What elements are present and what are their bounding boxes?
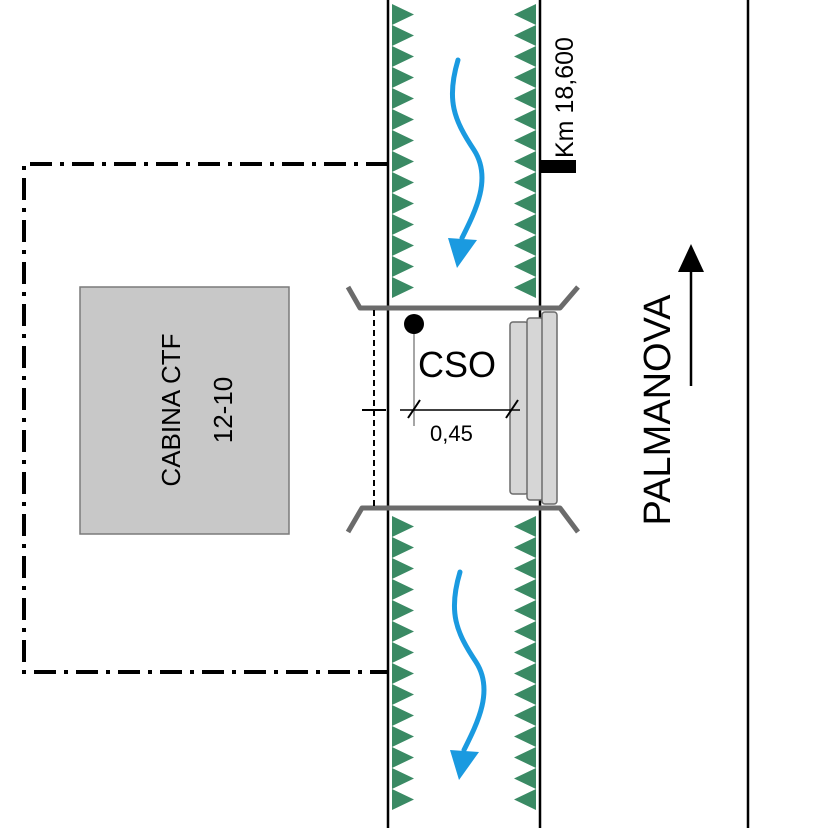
vegetation-mark [514,663,536,684]
vegetation-mark [392,193,414,214]
vegetation-mark [514,172,536,193]
vegetation-mark [514,621,536,642]
vegetation-mark [514,768,536,789]
vegetation-mark [392,663,414,684]
vegetation-mark [392,789,414,810]
vegetation-mark [514,67,536,88]
vegetation-mark [392,684,414,705]
vegetation-mark [392,768,414,789]
vegetation-mark [514,130,536,151]
vegetation-mark [392,600,414,621]
cso-point-icon [404,314,424,334]
vegetation-mark [514,558,536,579]
vegetation-left-upper [392,4,414,298]
vegetation-mark [514,516,536,537]
vegetation-mark [514,193,536,214]
km-marker-label: Km 18,600 [551,37,579,158]
vegetation-right-lower [514,516,536,810]
bridge-upper-parapet [345,285,580,311]
vegetation-mark [392,109,414,130]
vegetation-mark [514,579,536,600]
vegetation-mark [392,537,414,558]
vegetation-mark [514,151,536,172]
cso-label: CSO [418,344,496,385]
vegetation-mark [392,558,414,579]
flow-arrow-upper-icon [448,57,485,268]
vegetation-mark [392,235,414,256]
vegetation-mark [392,214,414,235]
vegetation-mark [514,25,536,46]
vegetation-mark [392,642,414,663]
km-marker-post [541,160,576,173]
vegetation-mark [392,277,414,298]
vegetation-mark [392,256,414,277]
vegetation-mark [392,579,414,600]
arrow-up-icon [678,244,704,386]
vegetation-mark [514,214,536,235]
vegetation-mark [392,88,414,109]
vegetation-mark [392,726,414,747]
vegetation-mark [514,789,536,810]
vegetation-mark [392,621,414,642]
direction-label: PALMANOVA [637,294,679,526]
dimension-label: 0,45 [430,421,473,446]
cabin-label-line2: 12-10 [208,377,238,444]
vegetation-mark [514,684,536,705]
vegetation-mark [514,747,536,768]
vegetation-mark [514,705,536,726]
bridge-beam [526,317,544,501]
vegetation-mark [392,46,414,67]
bridge-beam [541,311,558,505]
property-boundary [22,162,388,674]
vegetation-mark [392,705,414,726]
vegetation-mark [514,537,536,558]
flow-arrow-lower-icon [450,569,487,780]
vegetation-mark [514,4,536,25]
vegetation-mark [514,256,536,277]
vegetation-mark [392,151,414,172]
vegetation-mark [514,46,536,67]
vegetation-mark [514,600,536,621]
cabin-box [79,286,290,535]
dimension-tick-right [505,399,519,419]
vegetation-mark [514,109,536,130]
vegetation-mark [392,747,414,768]
vegetation-mark [392,172,414,193]
bridge-lower-parapet [345,505,580,534]
cabin-label-line1: CABINA CTF [156,333,186,486]
vegetation-mark [392,25,414,46]
vegetation-mark [392,4,414,25]
vegetation-mark [514,235,536,256]
vegetation-mark [514,277,536,298]
vegetation-right-upper [514,4,536,298]
dimension-tick-left [407,399,421,419]
vegetation-left-lower [392,516,414,810]
vegetation-mark [514,642,536,663]
vegetation-mark [392,67,414,88]
vegetation-mark [392,516,414,537]
bridge [345,285,580,534]
vegetation-mark [392,130,414,151]
vegetation-mark [514,88,536,109]
vegetation-mark [514,726,536,747]
